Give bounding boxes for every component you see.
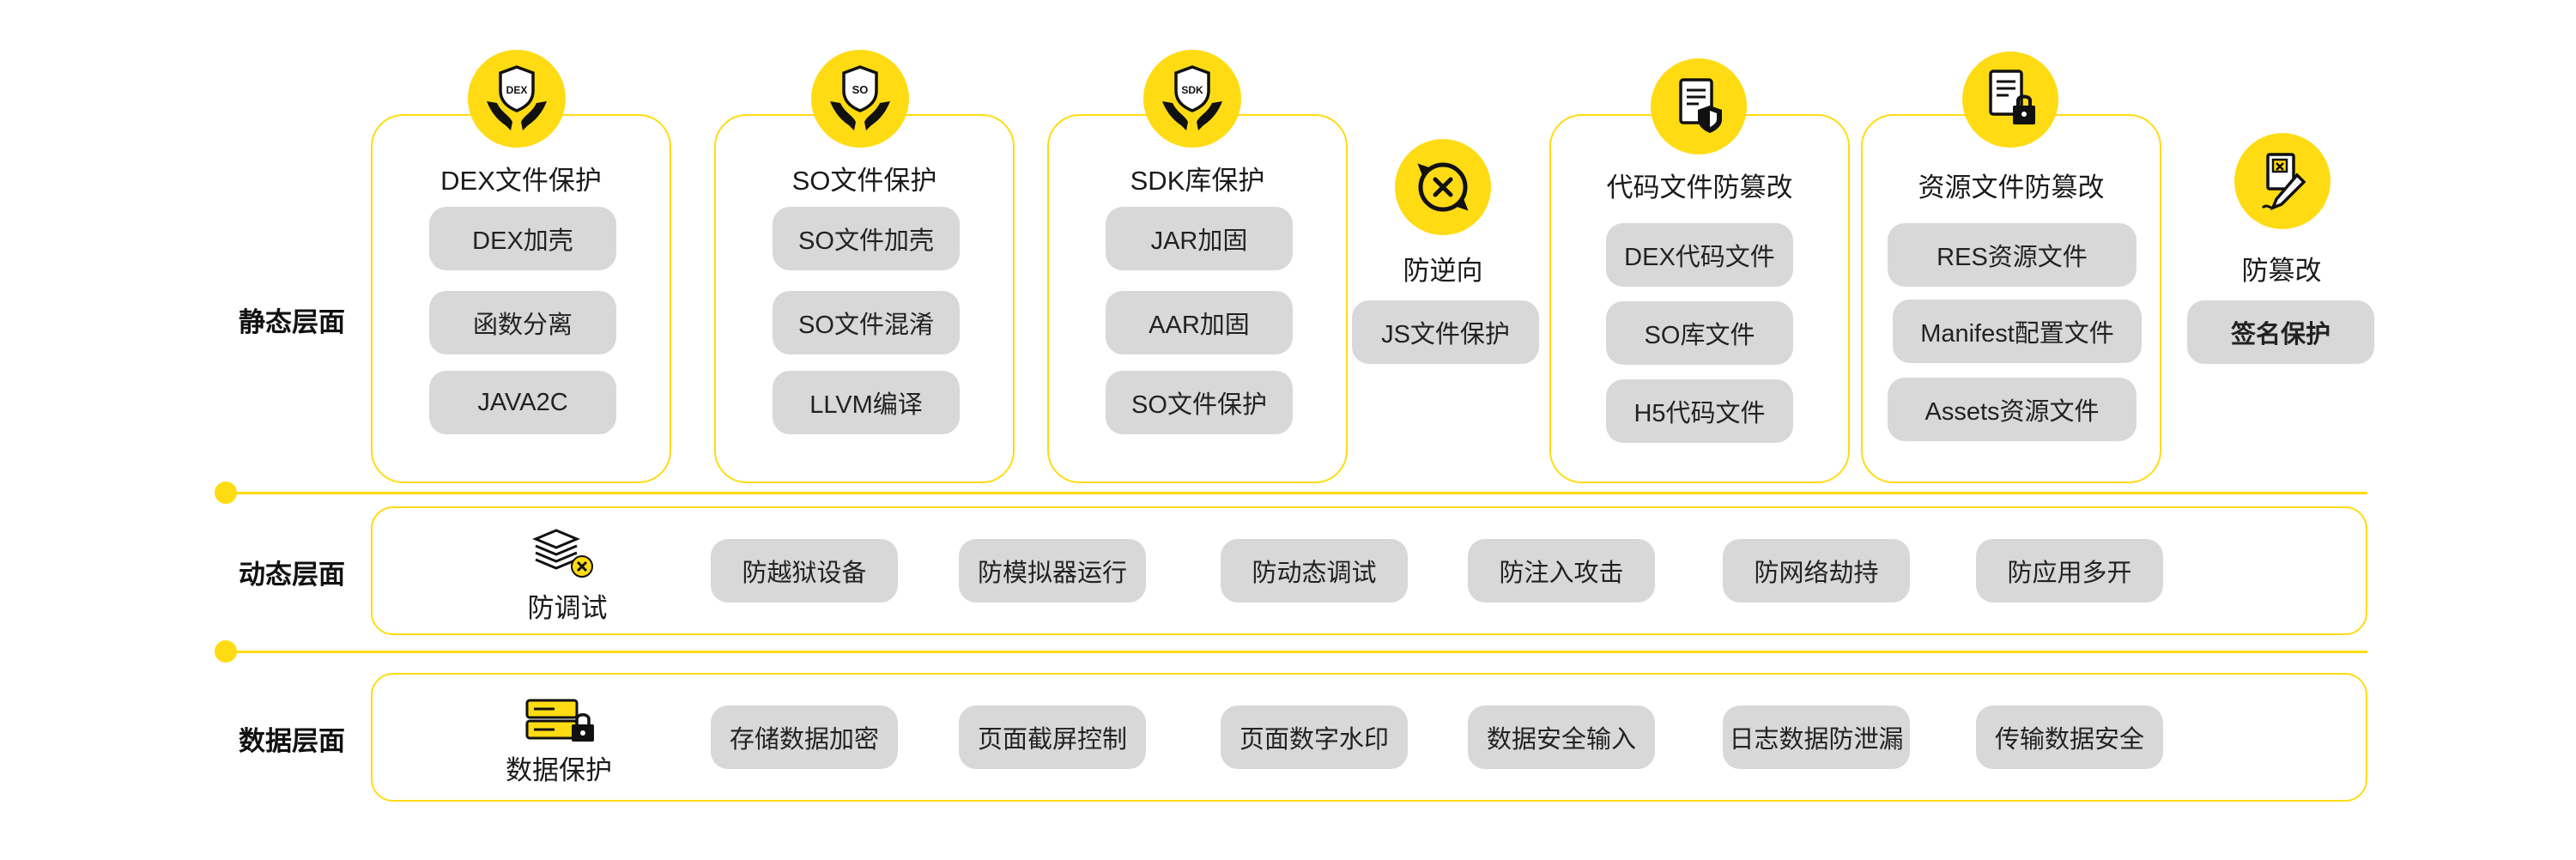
data-layer-band (371, 673, 2367, 802)
pill-item[interactable]: JS文件保护 (1352, 300, 1539, 364)
dex-shield-hands-icon: DEX (468, 50, 566, 148)
signature-pen-icon (2234, 133, 2331, 229)
pill-item[interactable]: LLVM编译 (773, 371, 960, 434)
pill-item[interactable]: JAVA2C (429, 371, 616, 434)
svg-text:DEX: DEX (506, 84, 528, 96)
pill-item[interactable]: 防注入攻击 (1468, 539, 1655, 603)
reverse-x-icon (1395, 139, 1491, 235)
pill-item[interactable]: 签名保护 (2187, 300, 2374, 364)
pill-item[interactable]: 函数分离 (429, 291, 616, 354)
pill-item[interactable]: RES资源文件 (1888, 223, 2137, 287)
pill-item[interactable]: 传输数据安全 (1976, 706, 2163, 769)
pill-item[interactable]: 页面截屏控制 (959, 706, 1146, 769)
dynamic-layer-band (371, 506, 2367, 635)
pill-item[interactable]: 存储数据加密 (711, 706, 898, 769)
layer-label-static: 静态层面 (239, 307, 345, 337)
pill-item[interactable]: SO文件加壳 (773, 207, 960, 270)
card-code-anti-tamper: 代码文件防篡改 DEX代码文件 SO库文件 H5代码文件 (1549, 114, 1850, 483)
pill-item[interactable]: 防越狱设备 (711, 539, 898, 603)
pill-item[interactable]: 防网络劫持 (1723, 539, 1910, 603)
pill-item[interactable]: 页面数字水印 (1221, 706, 1408, 769)
card-title: DEX文件保护 (440, 166, 602, 196)
data-icon-label: 数据保护 (506, 755, 612, 785)
pill-item[interactable]: SO文件保护 (1106, 371, 1293, 434)
pill-item[interactable]: JAR加固 (1106, 207, 1293, 270)
pill-item[interactable]: SO文件混淆 (773, 291, 960, 354)
card-title: SDK库保护 (1130, 166, 1265, 196)
svg-text:SDK: SDK (1181, 84, 1203, 96)
pill-item[interactable]: 数据安全输入 (1468, 706, 1655, 769)
pill-item[interactable]: 防动态调试 (1221, 539, 1408, 603)
pill-item[interactable]: DEX代码文件 (1606, 223, 1793, 287)
pill-item[interactable]: SO库文件 (1606, 301, 1793, 365)
pill-item[interactable]: 防模拟器运行 (959, 539, 1146, 603)
pill-item[interactable]: 日志数据防泄漏 (1723, 706, 1910, 769)
card-title: 代码文件防篡改 (1606, 173, 1793, 203)
divider-line-2 (226, 651, 2367, 653)
document-shield-icon (1651, 58, 1747, 154)
pill-item[interactable]: DEX加壳 (429, 207, 616, 270)
card-sdk-protection: SDK库保护 JAR加固 AAR加固 SO文件保护 (1047, 114, 1348, 483)
card-so-protection: SO文件保护 SO文件加壳 SO文件混淆 LLVM编译 (714, 114, 1015, 483)
svg-text:SO: SO (852, 83, 869, 96)
card-dex-protection: DEX文件保护 DEX加壳 函数分离 JAVA2C (371, 114, 671, 483)
pill-item[interactable]: AAR加固 (1106, 291, 1293, 354)
pill-item[interactable]: H5代码文件 (1606, 379, 1793, 443)
card-title: SO文件保护 (791, 166, 937, 196)
pill-item[interactable]: 防应用多开 (1976, 539, 2163, 603)
layer-label-dynamic: 动态层面 (239, 560, 345, 590)
so-shield-hands-icon: SO (811, 50, 909, 148)
anti-reverse-title: 防逆向 (1403, 256, 1483, 286)
storage-lock-icon (525, 699, 594, 743)
card-title: 资源文件防篡改 (1918, 173, 2105, 203)
card-resource-anti-tamper: 资源文件防篡改 RES资源文件 Manifest配置文件 Assets资源文件 (1861, 114, 2161, 483)
debug-layers-icon (530, 527, 596, 584)
pill-item[interactable]: Manifest配置文件 (1893, 300, 2142, 363)
pill-item[interactable]: Assets资源文件 (1888, 378, 2137, 441)
layer-label-data: 数据层面 (239, 726, 345, 756)
sdk-shield-hands-icon: SDK (1143, 50, 1241, 148)
document-lock-icon (1962, 51, 2058, 148)
divider-line-1 (226, 492, 2367, 494)
dynamic-icon-label: 防调试 (527, 593, 608, 623)
anti-tamper-title: 防篡改 (2241, 256, 2322, 286)
